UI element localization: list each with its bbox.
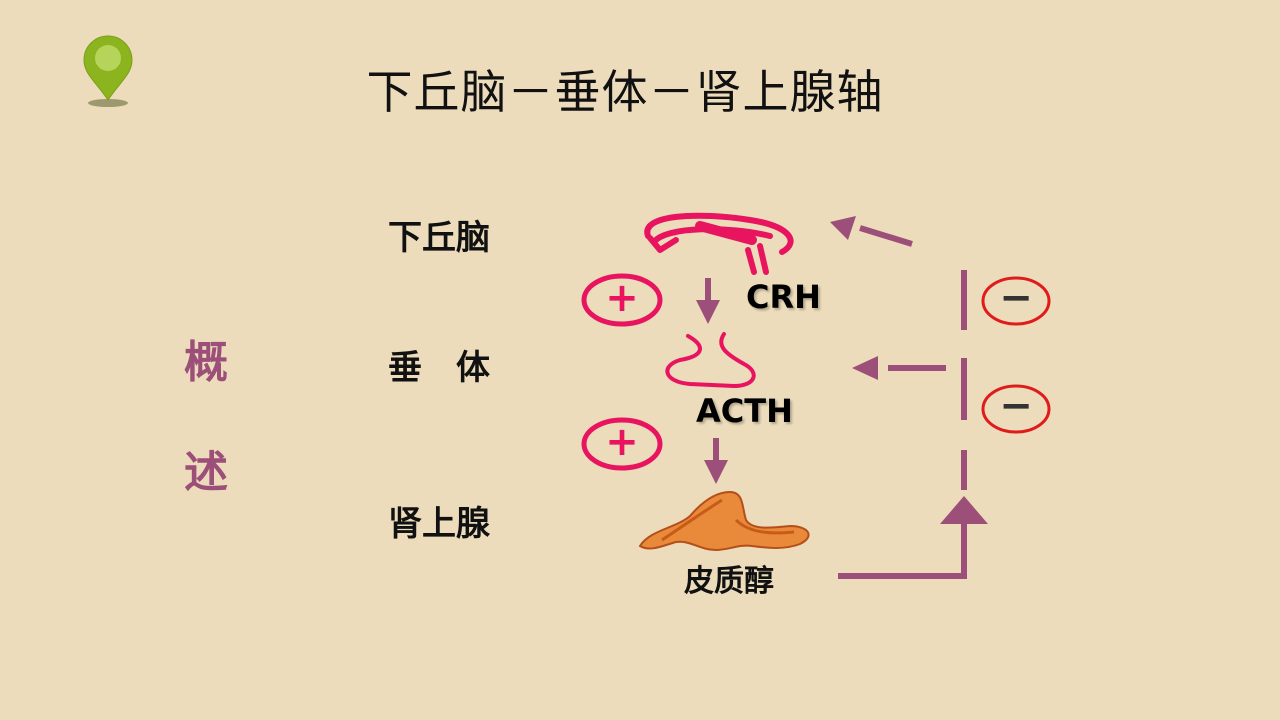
label-adrenal: 肾上腺 xyxy=(388,504,490,544)
hypothalamus-shape xyxy=(644,212,794,275)
minus-sign-upper: − xyxy=(999,275,1033,321)
feedback-arrowheads xyxy=(830,216,988,524)
hormone-crh: CRH xyxy=(746,278,821,316)
label-pituitary: 垂 体 xyxy=(388,348,490,388)
plus-sign-acth: + xyxy=(605,419,639,465)
arrow-acth-down xyxy=(704,438,728,484)
plus-circle-acth xyxy=(581,417,663,471)
side-label-char-1: 概 xyxy=(184,337,228,388)
minus-circle-upper xyxy=(981,276,1051,326)
slide-title: 下丘脑－垂体－肾上腺轴 xyxy=(366,65,884,119)
adrenal-shape xyxy=(638,490,810,552)
pituitary-shape xyxy=(665,332,756,389)
plus-sign-crh: + xyxy=(605,275,639,321)
plus-circle-crh xyxy=(581,273,663,327)
hormone-acth: ACTH xyxy=(696,392,793,430)
label-cortisol: 皮质醇 xyxy=(684,564,774,599)
minus-sign-lower: − xyxy=(999,383,1033,429)
minus-circle-lower xyxy=(981,384,1051,434)
label-hypothalamus: 下丘脑 xyxy=(388,218,490,258)
feedback-loop xyxy=(838,225,967,579)
arrow-crh-down xyxy=(696,278,720,324)
side-label-char-2: 述 xyxy=(184,447,228,498)
map-pin-icon xyxy=(83,35,133,107)
